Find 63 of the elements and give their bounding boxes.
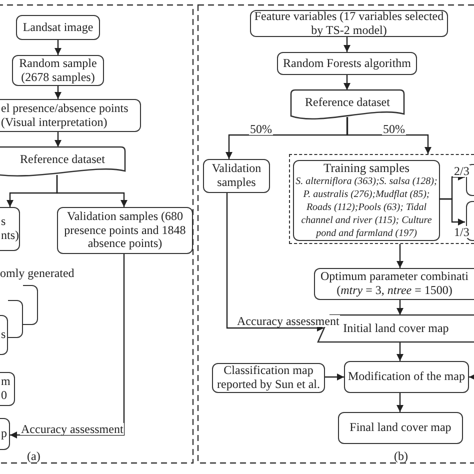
arrow — [226, 117, 348, 159]
box-label: Landsat image — [22, 20, 94, 34]
arrow — [469, 374, 474, 380]
note-text: omly generated — [0, 267, 74, 279]
empty-box — [8, 300, 23, 338]
arrow — [54, 86, 62, 99]
arrow — [56, 175, 128, 207]
box-label: Feature variables (17 variables selected by TS-2 model) — [253, 10, 445, 38]
process-box — [57, 207, 193, 254]
edge-label: 2/3 — [453, 165, 470, 177]
edge-label: 50% — [382, 123, 406, 135]
arrow — [346, 117, 432, 154]
arrow — [344, 37, 350, 52]
box-body-text: S. alterniflora (363);S. salsa (128); P. australis (276);Mudflat (85); Roads (112);Pools (63); Tidal channel and river (115); Culture pond and farmland (197) — [294, 175, 438, 240]
process-box — [277, 52, 417, 75]
box-label: Final land cover map — [350, 421, 452, 435]
box-label: Optimum parameter combinati (mtry = 3, ntree = 1500) — [320, 270, 470, 298]
arrow — [325, 374, 344, 380]
box-label: Reference dataset — [20, 153, 105, 167]
edge-label: Accuracy assessment — [20, 423, 124, 435]
panel-label: (b) — [394, 450, 408, 462]
panel-label: (a) — [27, 450, 40, 462]
box-label: Random sample (2678 samples) — [18, 56, 98, 84]
process-box — [0, 99, 141, 132]
empty-box — [23, 285, 38, 325]
process-box — [0, 207, 20, 251]
box-label: Reference dataset — [305, 96, 390, 110]
arrow — [226, 193, 324, 332]
dashed-group-box — [289, 154, 474, 244]
edge-label: 1/3 — [453, 226, 470, 238]
arrow — [396, 300, 404, 315]
arrow — [439, 198, 465, 226]
arrow — [396, 342, 404, 361]
edge-label: Accuracy assessment — [236, 315, 340, 327]
box-heading: Training samples — [324, 160, 410, 176]
box-label: Modification of the map — [348, 370, 465, 384]
process-box — [344, 361, 469, 393]
process-box — [12, 55, 104, 86]
box-label: s nts) — [0, 215, 19, 243]
box-label: m 0 — [0, 375, 12, 403]
box-label: Random Forests algorithm — [283, 56, 411, 70]
box-label: Classification map reported by Sun et al. — [216, 364, 321, 392]
arrow — [396, 393, 404, 412]
box-label: p — [0, 427, 7, 441]
arrow — [54, 132, 62, 147]
edge-label: 50% — [249, 123, 273, 135]
box-label: Validation samples — [210, 162, 262, 190]
arrow — [10, 254, 125, 438]
arrow — [344, 75, 350, 90]
box-label: s — [0, 328, 6, 342]
process-box — [0, 372, 15, 406]
box-label: el presence/absence points (Visual interpretation) — [0, 102, 130, 130]
process-box — [293, 160, 440, 241]
process-box — [338, 412, 463, 444]
process-box — [314, 268, 474, 300]
process-box — [16, 15, 100, 40]
process-box — [0, 315, 8, 355]
box-label: Initial land cover map — [343, 322, 449, 336]
arrow — [396, 244, 404, 268]
box-label: Validation samples (680 presence points and 1848 absence points) — [63, 210, 187, 252]
process-box — [203, 159, 270, 193]
process-box — [0, 418, 10, 450]
arrow — [54, 40, 62, 55]
